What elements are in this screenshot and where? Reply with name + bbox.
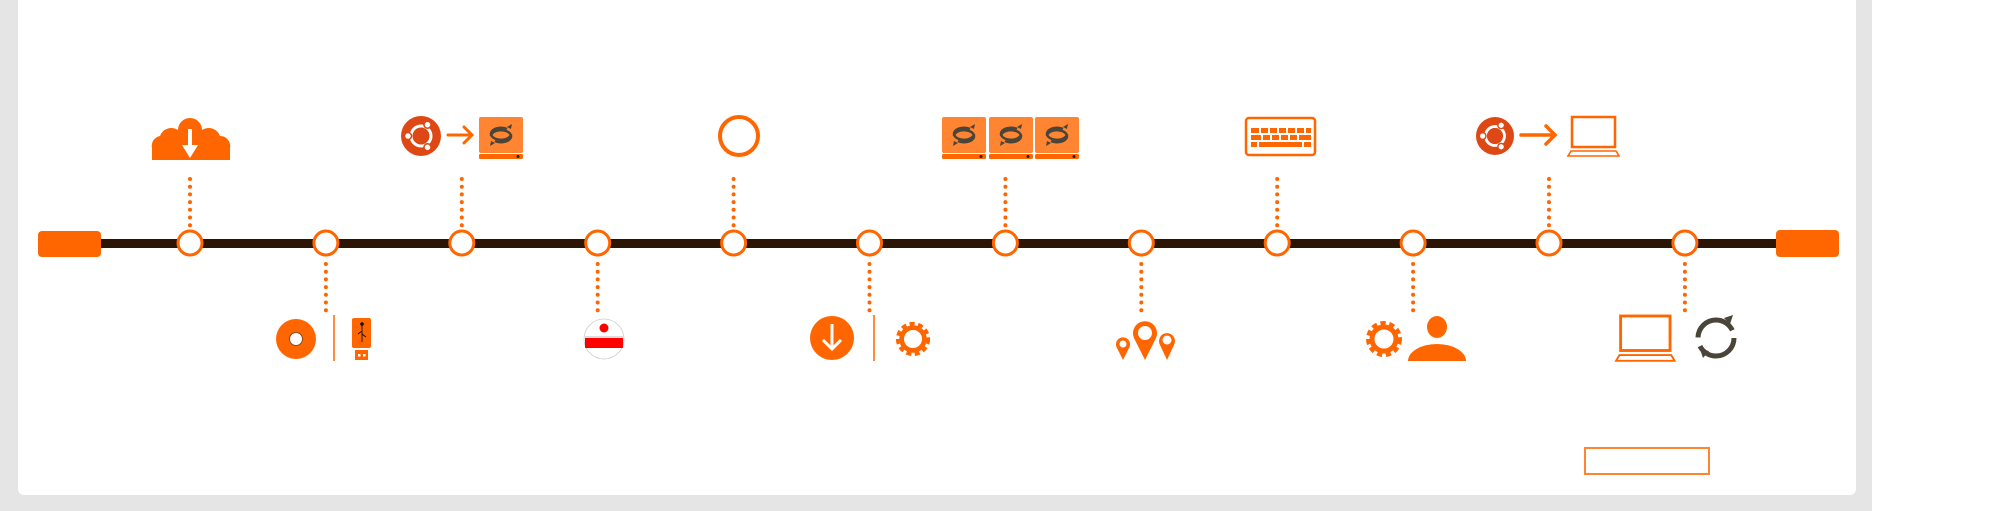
- node-circle[interactable]: [312, 229, 340, 257]
- ubuntu-logo-icon: [399, 114, 443, 158]
- dotted-connector: [323, 262, 328, 313]
- timeline-node-10[interactable]: [1399, 229, 1427, 313]
- dotted-connector: [1003, 177, 1008, 228]
- keyboard-icon: [1244, 116, 1317, 157]
- usb-drive-icon: [352, 318, 371, 360]
- sync-drive-icon: [940, 115, 988, 161]
- timeline-node-8[interactable]: [1127, 229, 1155, 313]
- timeline-node-3[interactable]: [448, 177, 476, 257]
- dotted-connector: [731, 177, 736, 228]
- sync-drive-icon: [1033, 115, 1081, 161]
- node-circle[interactable]: [1671, 229, 1699, 257]
- node-circle[interactable]: [991, 229, 1019, 257]
- laptop-icon: [1614, 314, 1677, 363]
- empty-circle-icon: [718, 115, 760, 157]
- timeline-node-4[interactable]: [584, 229, 612, 313]
- node-circle[interactable]: [720, 229, 748, 257]
- start-bar: [38, 231, 101, 257]
- node-circle[interactable]: [1263, 229, 1291, 257]
- timeline-node-6[interactable]: [856, 229, 883, 313]
- timeline-node-1[interactable]: [176, 177, 204, 257]
- user-icon: [1408, 316, 1466, 361]
- cd-disc-icon: [276, 319, 316, 359]
- cloud-download-icon: [151, 118, 231, 160]
- map-pins-icon: [1116, 321, 1175, 360]
- ubuntu-logo-icon: [1474, 115, 1516, 157]
- laptop-icon: [1566, 115, 1621, 158]
- timeline-node-9[interactable]: [1263, 177, 1291, 257]
- dotted-connector: [1275, 177, 1280, 228]
- node-circle[interactable]: [856, 229, 883, 257]
- timeline-line: [100, 239, 1780, 248]
- node-circle[interactable]: [176, 229, 204, 257]
- dotted-connector: [459, 177, 464, 228]
- timeline-node-11[interactable]: [1535, 177, 1563, 257]
- action-button[interactable]: [1584, 447, 1710, 475]
- timeline-node-5[interactable]: [720, 177, 748, 257]
- dotted-connector: [867, 262, 872, 313]
- dotted-connector: [1682, 262, 1687, 313]
- gear-icon: [899, 325, 928, 354]
- timeline-node-12[interactable]: [1671, 229, 1699, 313]
- dotted-connector: [595, 262, 600, 313]
- download-circle-icon: [810, 316, 854, 360]
- dotted-connector: [1139, 262, 1144, 313]
- end-bar: [1776, 230, 1839, 257]
- dotted-connector: [1547, 177, 1551, 228]
- node-circle[interactable]: [1127, 229, 1155, 257]
- node-circle[interactable]: [584, 229, 612, 257]
- arrow-right-icon: [446, 125, 475, 145]
- node-circle[interactable]: [1399, 229, 1427, 257]
- refresh-icon: [1695, 315, 1737, 359]
- node-circle[interactable]: [448, 229, 476, 257]
- dotted-connector: [188, 177, 192, 228]
- japan-flag-icon: [583, 318, 625, 360]
- timeline-node-2[interactable]: [312, 229, 340, 313]
- gear-icon: [1369, 324, 1399, 354]
- arrow-right-icon: [1519, 124, 1558, 146]
- dotted-connector: [1411, 262, 1416, 313]
- node-circle[interactable]: [1535, 229, 1563, 257]
- sync-drive-icon: [987, 115, 1035, 161]
- sync-drive-icon: [477, 115, 525, 161]
- timeline-node-7[interactable]: [991, 177, 1019, 257]
